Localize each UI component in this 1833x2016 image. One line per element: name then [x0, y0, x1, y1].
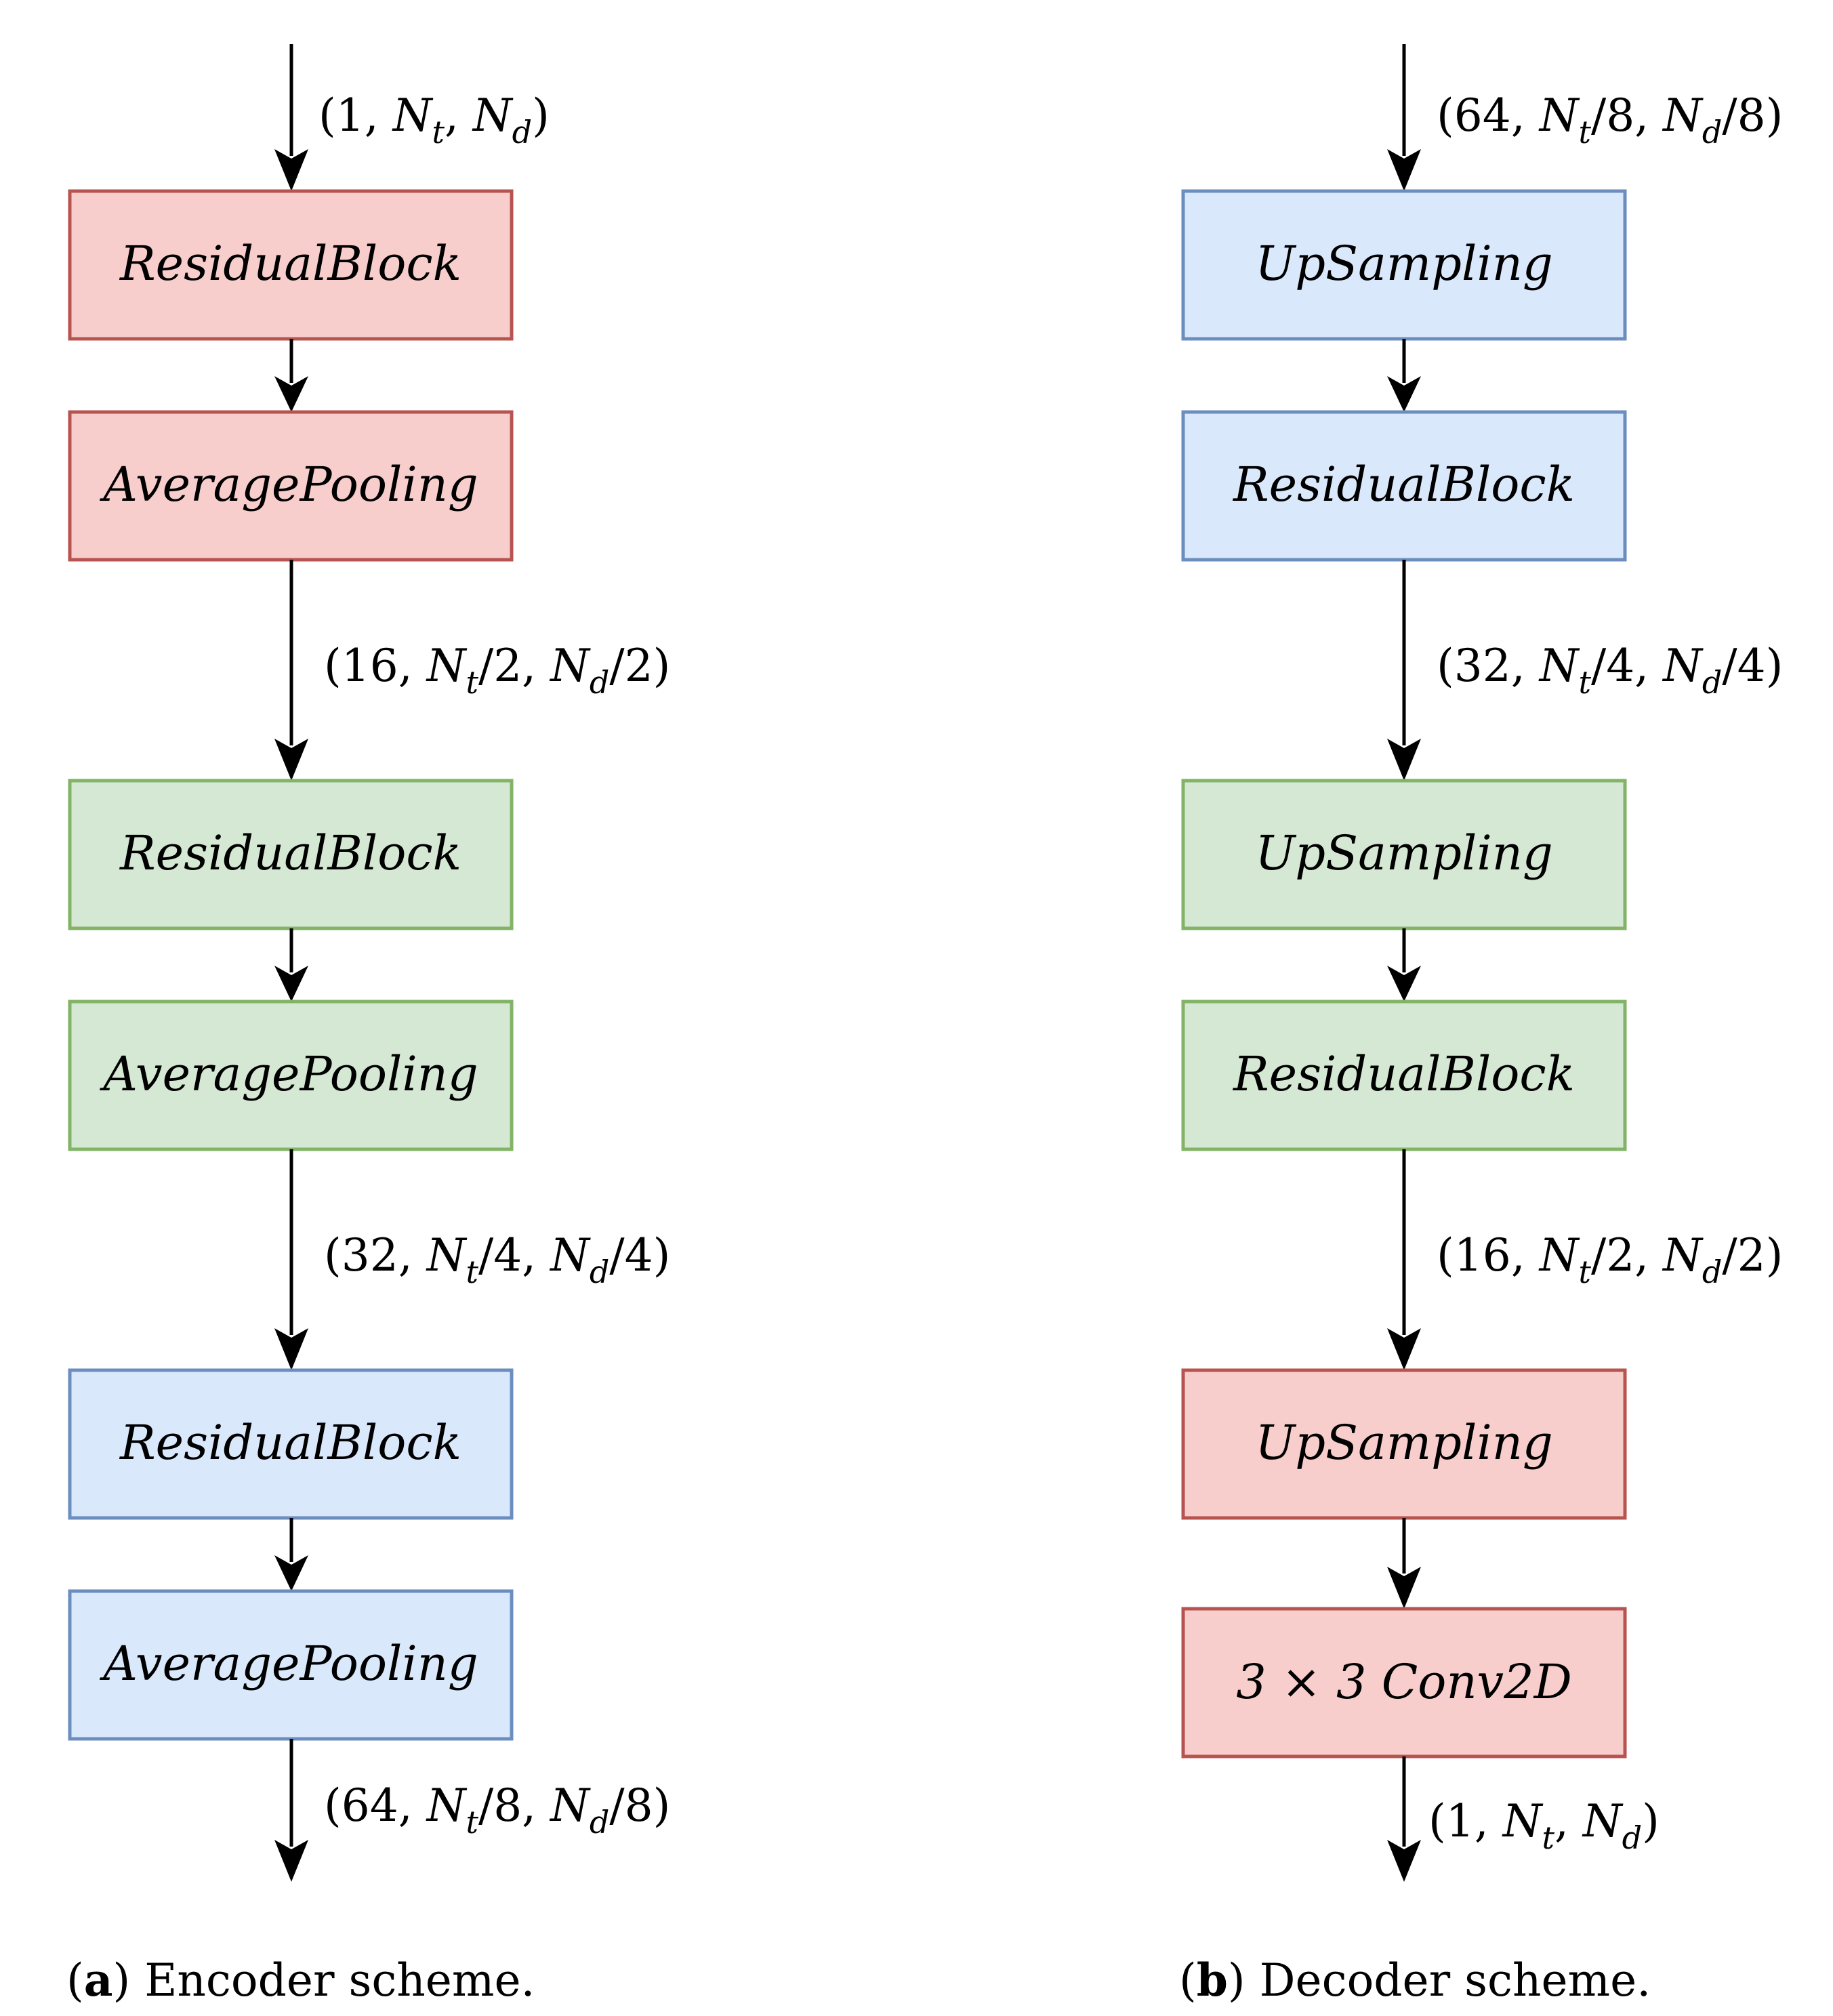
decoder-arrowhead	[1387, 739, 1421, 781]
decoder-block-upsampling-2: UpSampling	[1181, 779, 1627, 930]
decoder-block-label: UpSampling	[1255, 1415, 1552, 1470]
encoder-block-rect	[68, 779, 514, 930]
decoder-block-label: UpSampling	[1255, 825, 1552, 881]
encoder-output-dim: (64, Nt/8, Nd/8)	[324, 1780, 670, 1840]
decoder-block-label: UpSampling	[1255, 236, 1552, 291]
decoder-output-arrowhead	[1387, 1840, 1421, 1882]
decoder-input-dim: (64, Nt/8, Nd/8)	[1437, 89, 1783, 150]
decoder-block-label: ResidualBlock	[1232, 457, 1575, 512]
decoder-block-upsampling-3: UpSampling	[1181, 1368, 1627, 1520]
decoder-arrowhead	[1387, 1567, 1421, 1609]
decoder-block-rect	[1181, 1000, 1627, 1151]
encoder-block-label: AveragePooling	[99, 457, 478, 512]
decoder-block-rect	[1181, 189, 1627, 341]
encoder-block-label: ResidualBlock	[119, 1415, 461, 1470]
encoder-block-rect	[68, 1368, 514, 1520]
encoder-block-pooling-2: AveragePooling	[68, 1000, 514, 1151]
encoder-arrowhead	[274, 966, 308, 1002]
encoder-block-rect	[68, 189, 514, 341]
encoder-arrowhead	[274, 739, 308, 781]
decoder-dim-2: (16, Nt/2, Nd/2)	[1437, 1229, 1783, 1290]
decoder-caption: (b) Decoder scheme.	[1179, 1954, 1651, 2007]
decoder-block-residual-1: ResidualBlock	[1181, 410, 1627, 562]
encoder-dim-1: (16, Nt/2, Nd/2)	[324, 640, 670, 701]
encoder-block-label: ResidualBlock	[119, 236, 461, 291]
encoder-block-pooling-1: AveragePooling	[68, 410, 514, 562]
decoder-block-conv2d: 3 × 3 Conv2D	[1181, 1607, 1627, 1758]
decoder-block-rect	[1181, 1368, 1627, 1520]
encoder-block-residual-3: ResidualBlock	[68, 1368, 514, 1520]
decoder-arrowhead	[1387, 966, 1421, 1002]
encoder-output-arrowhead	[274, 1840, 308, 1882]
encoder-block-label: ResidualBlock	[119, 825, 461, 881]
encoder-block-pooling-3: AveragePooling	[68, 1589, 514, 1741]
decoder-output-dim: (1, Nt, Nd)	[1428, 1795, 1660, 1856]
decoder-block-rect	[1181, 779, 1627, 930]
decoder-block-label: 3 × 3 Conv2D	[1236, 1654, 1571, 1710]
decoder-input-arrowhead	[1387, 149, 1421, 191]
decoder-arrowhead	[1387, 376, 1421, 412]
encoder-arrowhead	[274, 1555, 308, 1591]
decoder-block-residual-2: ResidualBlock	[1181, 1000, 1627, 1151]
encoder-block-label: AveragePooling	[99, 1046, 478, 1102]
decoder-block-upsampling-1: UpSampling	[1181, 189, 1627, 341]
encoder-scheme: (1, Nt, Nd) ResidualBlock AveragePooling…	[66, 44, 670, 2007]
encoder-block-residual-2: ResidualBlock	[68, 779, 514, 930]
decoder-scheme: (64, Nt/8, Nd/8) UpSampling ResidualBloc…	[1179, 44, 1783, 2007]
encoder-input-dim: (1, Nt, Nd)	[318, 89, 550, 150]
decoder-arrowhead	[1387, 1328, 1421, 1370]
encoder-arrowhead	[274, 1328, 308, 1370]
encoder-block-label: AveragePooling	[99, 1636, 478, 1691]
encoder-block-residual-1: ResidualBlock	[68, 189, 514, 341]
encoder-block-rect	[68, 1000, 514, 1151]
decoder-block-rect	[1181, 410, 1627, 562]
encoder-caption: (a) Encoder scheme.	[66, 1954, 535, 2007]
decoder-dim-1: (32, Nt/4, Nd/4)	[1437, 640, 1783, 701]
decoder-block-label: ResidualBlock	[1232, 1046, 1575, 1102]
encoder-dim-2: (32, Nt/4, Nd/4)	[324, 1229, 670, 1290]
decoder-block-rect	[1181, 1607, 1627, 1758]
encoder-arrowhead	[274, 376, 308, 412]
encoder-input-arrowhead	[274, 149, 308, 191]
